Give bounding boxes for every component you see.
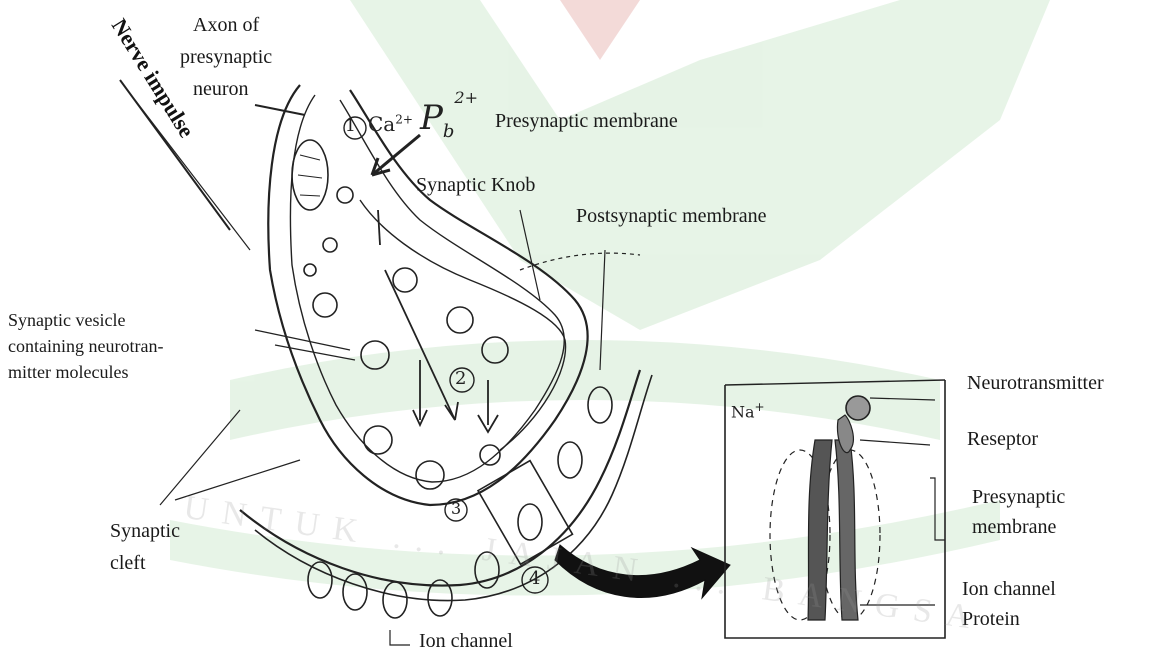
- ion-channel-label: Ion channel: [419, 628, 513, 655]
- step-1-number: 1: [345, 116, 356, 136]
- step-3-number: 3: [451, 499, 461, 518]
- axon-label-line-1: Axon of: [193, 12, 259, 39]
- vesicle-label-line-1: Synaptic vesicle: [8, 309, 125, 332]
- presynaptic-membrane-right-label-line-1: Presynaptic: [972, 484, 1065, 511]
- release-arrows: [378, 210, 498, 432]
- synaptic-knob-label: Synaptic Knob: [416, 172, 535, 199]
- synaptic-cleft-label-line-1: Synaptic: [110, 518, 180, 545]
- mitochondrion: [292, 140, 328, 210]
- presynaptic-membrane-right-label-line-2: membrane: [972, 514, 1056, 541]
- step-2-number: 2: [455, 368, 466, 389]
- neurotransmitter-label: Neurotransmitter: [967, 370, 1104, 397]
- lead-arrow: [372, 135, 420, 175]
- vesicle-label-line-3: mitter molecules: [8, 361, 128, 384]
- reseptor-label: Reseptor: [967, 426, 1038, 453]
- axon-label-line-2: presynaptic: [180, 44, 272, 71]
- axon-leader: [255, 105, 305, 115]
- postsynaptic-membrane-label: Postsynaptic membrane: [576, 203, 767, 230]
- presynaptic-membrane-label: Presynaptic membrane: [495, 108, 678, 135]
- postsynaptic-leader: [600, 250, 605, 370]
- axon-outer-membrane: [268, 85, 587, 505]
- synaptic-knob: [360, 200, 566, 450]
- synaptic-cleft-label-line-2: cleft: [110, 550, 146, 577]
- sodium-label: Na+: [731, 400, 765, 421]
- axon-label-line-3: neuron: [193, 76, 249, 103]
- calcium-label: Ca2+: [368, 112, 413, 136]
- knob-leader: [520, 210, 540, 300]
- ion-channel-leader: [390, 630, 410, 645]
- lead-label: Pb2+: [420, 98, 478, 142]
- axon-inner-membrane: [290, 95, 564, 482]
- vesicle-label-line-2: containing neurotran-: [8, 335, 163, 358]
